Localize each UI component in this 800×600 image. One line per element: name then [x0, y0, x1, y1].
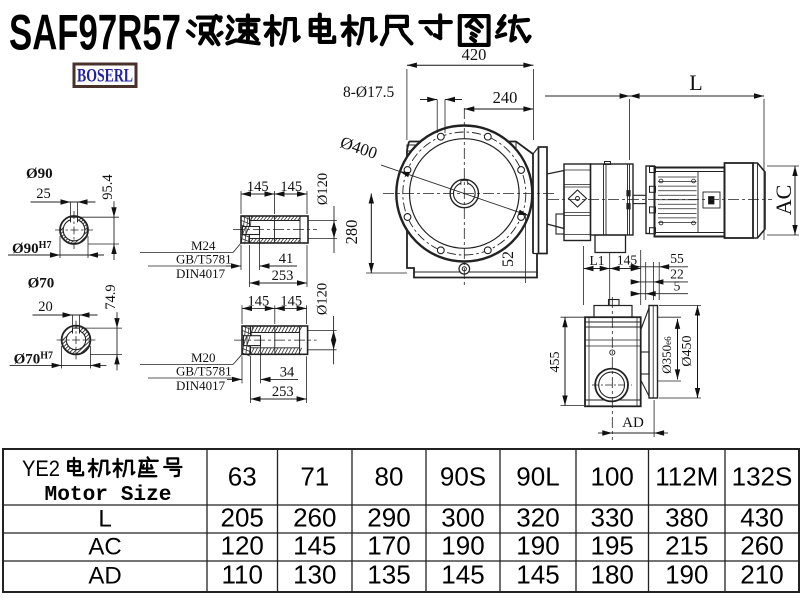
svg-text:BOSERL: BOSERL — [77, 67, 133, 87]
svg-text:205: 205 — [221, 503, 264, 533]
svg-text:AD: AD — [622, 415, 644, 431]
svg-text:M20: M20 — [191, 350, 216, 365]
svg-text:DIN4017: DIN4017 — [176, 378, 226, 393]
svg-text:Ø120: Ø120 — [315, 173, 331, 205]
svg-text:22: 22 — [670, 267, 684, 282]
svg-text:AC: AC — [771, 185, 796, 216]
svg-text:290: 290 — [367, 503, 410, 533]
svg-text:300: 300 — [441, 503, 484, 533]
svg-text:420: 420 — [462, 45, 487, 64]
svg-text:Ø350e6: Ø350e6 — [659, 336, 674, 374]
svg-text:AD: AD — [88, 563, 121, 590]
svg-text:240: 240 — [493, 88, 518, 107]
svg-text:Motor Size: Motor Size — [45, 484, 172, 507]
svg-text:AC: AC — [88, 534, 121, 561]
svg-text:SAF97R57: SAF97R57 — [9, 5, 181, 61]
svg-text:145: 145 — [516, 560, 559, 590]
svg-text:90L: 90L — [516, 462, 559, 492]
svg-text:132S: 132S — [732, 462, 793, 492]
svg-text:260: 260 — [293, 503, 336, 533]
svg-text:170: 170 — [367, 531, 410, 561]
svg-text:210: 210 — [740, 560, 783, 590]
svg-text:20: 20 — [38, 299, 53, 315]
svg-text:95.4: 95.4 — [100, 174, 116, 200]
svg-text:215: 215 — [665, 531, 708, 561]
svg-text:145: 145 — [280, 179, 302, 195]
svg-text:120: 120 — [221, 531, 264, 561]
svg-text:180: 180 — [591, 560, 634, 590]
svg-text:GB/T5781: GB/T5781 — [176, 364, 232, 379]
svg-text:145: 145 — [247, 179, 269, 195]
svg-text:Ø120: Ø120 — [315, 283, 331, 315]
svg-text:100: 100 — [591, 462, 634, 492]
svg-text:130: 130 — [293, 560, 336, 590]
svg-text:260: 260 — [740, 531, 783, 561]
svg-text:145: 145 — [617, 253, 638, 268]
svg-text:71: 71 — [300, 462, 329, 492]
svg-text:DIN4017: DIN4017 — [176, 266, 226, 281]
svg-text:41: 41 — [279, 251, 294, 267]
svg-text:455: 455 — [548, 352, 563, 373]
svg-text:112M: 112M — [655, 462, 718, 492]
svg-text:M24: M24 — [191, 238, 216, 253]
svg-text:330: 330 — [591, 503, 634, 533]
svg-text:190: 190 — [665, 560, 708, 590]
svg-text:YE2: YE2 — [22, 456, 60, 481]
svg-text:Ø450: Ø450 — [680, 335, 695, 366]
svg-text:55: 55 — [670, 251, 684, 266]
svg-text:90S: 90S — [440, 462, 486, 492]
svg-text:135: 135 — [367, 560, 410, 590]
svg-text:80: 80 — [375, 462, 404, 492]
svg-text:145: 145 — [248, 293, 270, 309]
svg-text:8-Ø17.5: 8-Ø17.5 — [343, 84, 394, 101]
svg-text:Ø90: Ø90 — [26, 166, 53, 182]
svg-text:380: 380 — [665, 503, 708, 533]
svg-text:145: 145 — [280, 293, 302, 309]
svg-text:52: 52 — [500, 251, 517, 267]
svg-text:320: 320 — [516, 503, 559, 533]
svg-text:GB/T5781: GB/T5781 — [176, 252, 232, 267]
svg-text:L: L — [689, 70, 702, 95]
svg-text:253: 253 — [272, 268, 294, 284]
svg-text:L: L — [98, 506, 111, 533]
svg-text:Ø70: Ø70 — [28, 276, 55, 292]
svg-text:63: 63 — [228, 462, 257, 492]
svg-text:145: 145 — [441, 560, 484, 590]
svg-text:L1: L1 — [590, 253, 605, 268]
svg-text:430: 430 — [740, 503, 783, 533]
svg-text:25: 25 — [36, 186, 51, 202]
svg-text:190: 190 — [516, 531, 559, 561]
svg-text:110: 110 — [221, 560, 262, 590]
svg-text:195: 195 — [591, 531, 634, 561]
svg-text:145: 145 — [293, 531, 336, 561]
svg-text:253: 253 — [272, 384, 294, 400]
svg-text:5: 5 — [674, 279, 681, 294]
svg-text:190: 190 — [441, 531, 484, 561]
svg-text:34: 34 — [280, 364, 295, 380]
svg-text:74.9: 74.9 — [103, 284, 119, 309]
svg-text:280: 280 — [342, 220, 361, 245]
